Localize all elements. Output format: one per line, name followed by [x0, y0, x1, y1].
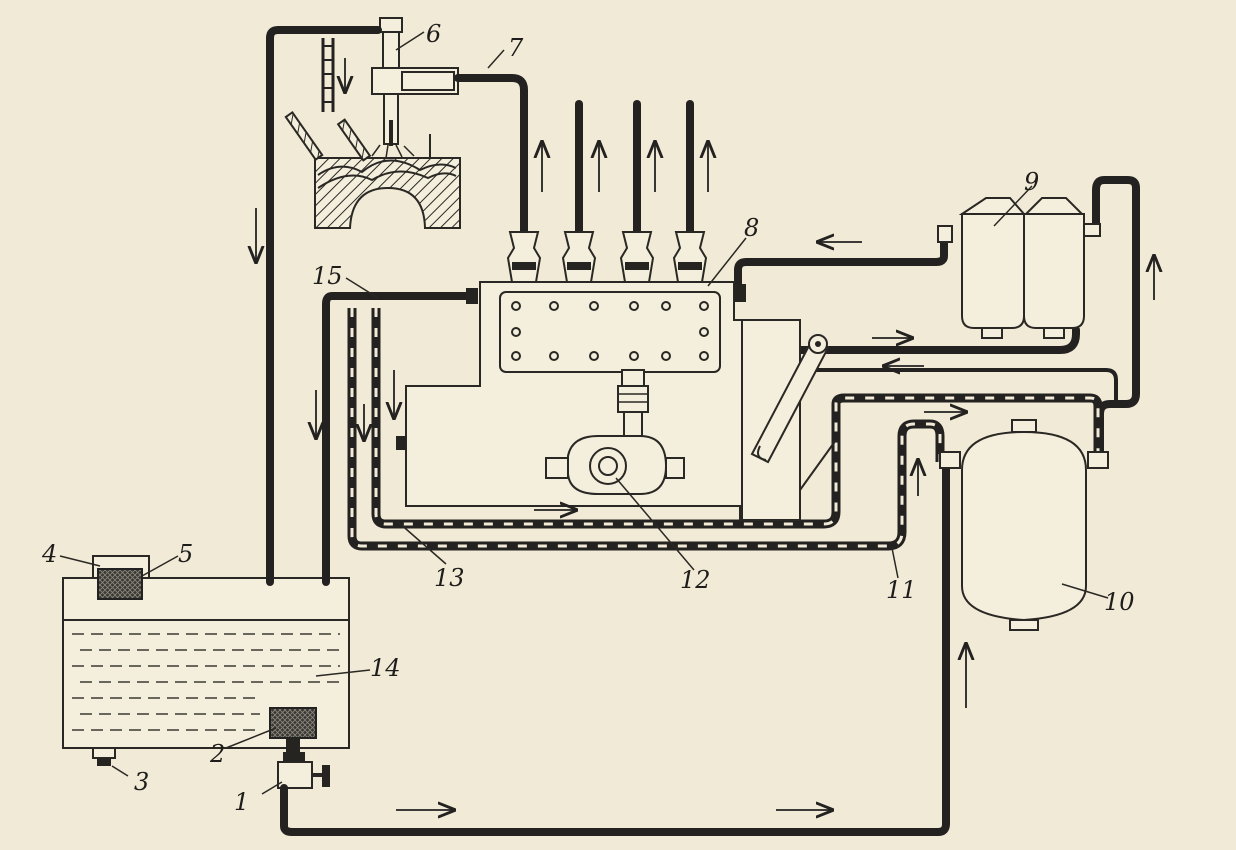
transfer-pump	[545, 369, 685, 495]
filter-to-pump-line	[734, 232, 948, 294]
tank-to-filter-line	[280, 458, 950, 836]
label-5: 5	[178, 540, 193, 568]
flow-arrows	[256, 58, 1154, 810]
air-intake-ladder	[321, 38, 335, 112]
label-1: 1	[234, 788, 249, 816]
label-4: 4	[41, 540, 57, 568]
label-3: 3	[134, 768, 149, 796]
label-11: 11	[886, 576, 917, 604]
twin-filter	[937, 197, 1101, 339]
fuel-level-lines	[72, 633, 340, 731]
label-13: 13	[434, 564, 465, 592]
label-12: 12	[680, 566, 711, 594]
injector-leakoff-line	[266, 26, 382, 586]
label-7: 7	[508, 34, 524, 62]
delivery-fittings	[506, 231, 708, 283]
governor-lever	[741, 319, 837, 521]
label-8: 8	[744, 214, 759, 242]
intake-strainer	[269, 707, 317, 739]
fuel-tank	[62, 555, 350, 766]
pump-cover-bolts	[511, 301, 709, 361]
label-10: 10	[1104, 588, 1135, 616]
label-9: 9	[1024, 168, 1039, 196]
label-14: 14	[370, 654, 401, 682]
cylinder-head	[284, 111, 461, 229]
injector	[371, 17, 459, 146]
filler-strainer	[97, 568, 143, 600]
label-6: 6	[426, 20, 441, 48]
leader-lines	[59, 31, 1109, 795]
pump-return-line	[322, 292, 472, 586]
drain-plug	[92, 747, 116, 759]
filter-to-filter-line	[1092, 176, 1140, 466]
fine-filter	[939, 419, 1109, 631]
injection-pump	[396, 231, 837, 521]
high-pressure-line	[454, 74, 528, 236]
label-2: 2	[209, 740, 225, 768]
label-15: 15	[312, 262, 343, 290]
shutoff-valve	[277, 752, 330, 789]
callout-labels: 1 2 3 4 5 6 7 8 9 10 11 12 13 14 15	[41, 20, 1135, 816]
